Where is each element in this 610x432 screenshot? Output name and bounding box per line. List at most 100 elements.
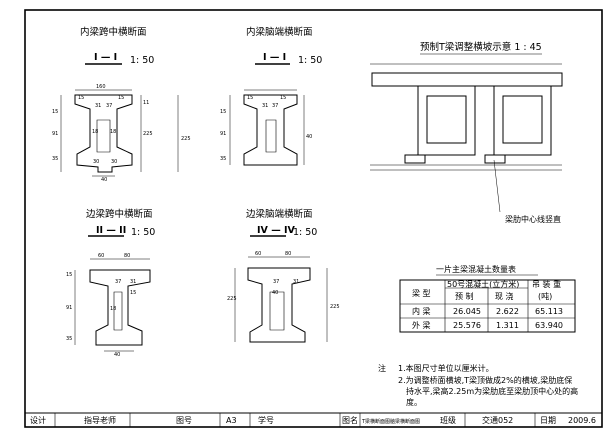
overall-height-dims: 225 225 (177, 95, 340, 342)
dim-label: 30 (111, 159, 117, 165)
title-block-cell: 2009.6 (568, 416, 596, 425)
dim-label: 18 (92, 129, 98, 135)
dim-label: 15 (66, 272, 72, 278)
title-block-cell: 交通052 (482, 415, 513, 425)
side-midspan-title: 边梁跨中横断面 (86, 208, 153, 220)
dim-label: 40 (272, 290, 278, 296)
deck-slab (371, 72, 563, 87)
inner-end-mark: I — I (263, 52, 286, 63)
table-title: 一片主梁混凝土数量表 (436, 264, 516, 274)
note-line: 2.为调整桥面横坡,T梁顶做成2%的横坡,梁肋底保 (398, 375, 572, 385)
inner-end-scale: 1: 50 (298, 55, 322, 66)
girder-left (417, 85, 476, 156)
dim-label: 40 (101, 177, 107, 183)
title-block-cell: 图号 (176, 416, 192, 425)
inner-end-outline (243, 94, 298, 166)
dim-label: 60 (98, 253, 104, 259)
table-header-cell: 吊 装 重 (532, 279, 561, 289)
dim-label: 31 (95, 103, 101, 109)
dim-label: 91 (66, 305, 72, 311)
dim-label: 15 (247, 95, 253, 101)
side-midspan-hollow (113, 291, 123, 331)
dim-label: 15 (118, 95, 124, 101)
dim-label: 60 (255, 251, 261, 257)
web-centerline-note: 梁肋中心线竖直 (505, 214, 561, 224)
dim-label: 37 (115, 279, 121, 285)
inner-end-hollow (265, 119, 277, 153)
dim-label: 80 (285, 251, 291, 257)
inner-midspan-mark: I — I (94, 52, 117, 63)
dim-label: 35 (220, 156, 226, 162)
title-block: 设计 指导老师 图号 A3 学号 图名 T梁横断面图脑梁横断面图 班级 交通05… (25, 412, 602, 427)
dim-label: 30 (93, 159, 99, 165)
table-header-cell: 现 浇 (495, 291, 514, 301)
dim-label: 15 (220, 109, 226, 115)
dim-label: 91 (220, 131, 226, 137)
girder-left-void (426, 95, 467, 144)
table-cell: 外 梁 (412, 320, 431, 330)
dim-label: 40 (306, 134, 312, 140)
cross-slope-diagram: 预制T梁调整横坡示意 1 : 45 梁肋中心线竖直 (370, 41, 563, 224)
side-end-mark: IV — IV (257, 225, 296, 236)
height-dim-label: 225 (330, 304, 340, 310)
girder-right-void (502, 95, 543, 144)
side-end-outline (247, 267, 311, 343)
title-block-cell: 图名 (342, 415, 358, 425)
title-block-cell: 设计 (30, 415, 46, 425)
dim-label: 40 (114, 352, 120, 358)
dim-label: 160 (96, 84, 106, 90)
side-midspan-scale: 1: 50 (131, 227, 155, 238)
dim-label: 31 (293, 279, 299, 285)
dim-label: 225 (227, 296, 237, 302)
dim-label: 15 (52, 109, 58, 115)
table-cell: 26.045 (453, 307, 481, 316)
title-block-cell: 指导老师 (84, 415, 116, 425)
table-header-cell: 50号混凝土(立方米) (447, 279, 519, 289)
table-header-cell: 预 制 (455, 291, 474, 301)
table-cell: 2.622 (496, 307, 519, 316)
inner-midspan-hollow (96, 119, 111, 153)
notes-block: 注 1.本图尺寸单位以厘米计。 2.为调整桥面横坡,T梁顶做成2%的横坡,梁肋底… (378, 363, 578, 407)
note-line: 持水平,梁高2.25m为梁肋底至梁肋顶中心处的高 (406, 386, 578, 396)
dim-label: 18 (110, 129, 116, 135)
quantity-table: 一片主梁混凝土数量表 梁 型 50号混凝土(立方米) 吊 装 重 预 制 现 浇… (399, 264, 576, 333)
table-cell: 65.113 (535, 307, 563, 316)
dim-label: 11 (143, 100, 149, 106)
table-frame (399, 279, 576, 333)
dim-label: 31 (262, 103, 268, 109)
sheet-border (24, 9, 603, 428)
table-cell: 63.940 (535, 321, 563, 330)
table-header-cell: 梁 型 (412, 289, 431, 298)
dim-label: 15 (78, 95, 84, 101)
side-midspan-section: 边梁跨中横断面 II — II 1: 50 60 80 37 31 15 18 … (66, 208, 155, 358)
dim-label: 37 (106, 103, 112, 109)
dim-label: 18 (110, 306, 116, 312)
side-midspan-outline (89, 269, 151, 346)
bearing-right (484, 154, 506, 164)
title-block-cell: 日期 (540, 416, 556, 425)
side-end-hollow (269, 291, 285, 331)
dim-label: 225 (143, 131, 153, 137)
side-end-section: 边梁脑端横断面 IV — IV 1: 50 60 80 37 31 40 225 (227, 208, 317, 343)
girder-right (493, 85, 552, 156)
note-line: 度。 (406, 397, 422, 407)
leader-line (493, 159, 501, 213)
inner-midspan-scale: 1: 50 (130, 55, 154, 66)
side-end-scale: 1: 50 (293, 227, 317, 238)
title-block-cell: 班级 (440, 415, 456, 425)
inner-end-section: 内梁脑端横断面 I — I 1: 50 15 15 31 37 15 91 35… (220, 26, 322, 166)
inner-end-title: 内梁脑端横断面 (246, 26, 313, 38)
title-block-cell: T梁横断面图脑梁横断面图 (361, 418, 420, 425)
inner-midspan-title: 内梁跨中横断面 (80, 26, 147, 38)
dim-label: 91 (52, 131, 58, 137)
table-header-cell: (吨) (538, 291, 552, 301)
inner-midspan-outline (74, 94, 133, 173)
dim-label: 35 (52, 156, 58, 162)
dim-label: 15 (280, 95, 286, 101)
title-block-cell: A3 (226, 416, 237, 425)
side-end-title: 边梁脑端横断面 (246, 208, 313, 220)
bearing-left (404, 154, 426, 164)
side-midspan-mark: II — II (96, 225, 126, 236)
